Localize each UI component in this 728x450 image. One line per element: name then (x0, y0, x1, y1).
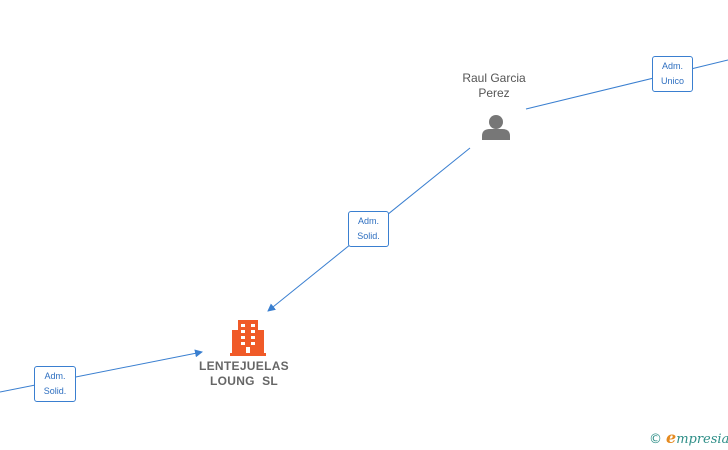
copyright-symbol: © (649, 432, 662, 447)
brand-initial: e (666, 428, 677, 447)
edge-label-line1: Adm. (357, 216, 379, 226)
edge-label-line2: Solid. (357, 231, 380, 241)
person-name-line2: Perez (478, 86, 510, 100)
edge-label-line1: Adm. (661, 61, 683, 71)
person-name-label[interactable]: Raul Garcia Perez (444, 71, 544, 101)
edge-label-person-company[interactable]: Adm. Solid. (348, 211, 389, 247)
edge-label-line1: Adm. (44, 371, 66, 381)
edge-label-line2: Solid. (43, 386, 67, 396)
empresia-logo: © empresia (649, 428, 728, 447)
company-name-label[interactable]: LENTEJUELAS LOUNG SL (184, 359, 304, 389)
person-icon[interactable] (482, 115, 510, 140)
edge-line-offscreen-company (0, 349, 203, 393)
edge-label-adm-unico[interactable]: Adm. Unico (652, 56, 693, 92)
edge-line-adm-unico (525, 59, 728, 110)
person-name-line1: Raul Garcia (462, 71, 526, 85)
brand-rest: mpresia (676, 432, 728, 447)
building-icon[interactable] (230, 320, 266, 356)
edge-label-line2: Unico (660, 76, 684, 86)
edge-label-offscreen-company[interactable]: Adm. Solid. (34, 366, 76, 402)
company-name-line1: LENTEJUELAS (199, 359, 289, 373)
company-name-line2: LOUNG SL (209, 374, 279, 388)
